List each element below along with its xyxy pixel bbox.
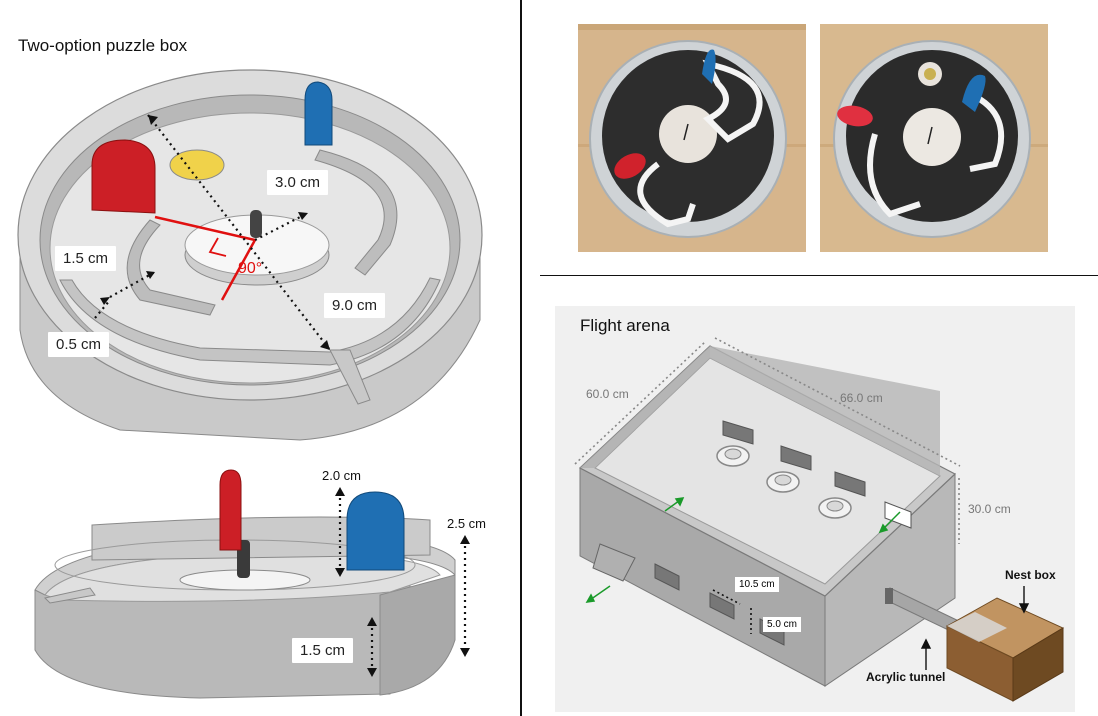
dish-center: [659, 105, 717, 163]
angle-annotation: [154, 215, 257, 301]
left-corridor-wall: [126, 219, 216, 316]
flight-arena-title: Flight arena: [580, 316, 670, 335]
photo-right-blue-door: [962, 74, 986, 112]
photo-left-blue-door: [702, 49, 716, 84]
side-base-right: [379, 574, 456, 696]
dim-total-height-label: 2.5 cm: [447, 516, 487, 531]
puzzle-box-title: Two-option puzzle box: [18, 36, 188, 55]
flight-arena-diagram: [555, 306, 1075, 712]
nest-box-glass: [947, 612, 1007, 642]
arena-left-wall: [580, 346, 710, 468]
arena-back-wall: [710, 346, 940, 476]
arena-window-dims: [712, 589, 752, 634]
horizontal-divider: [540, 275, 1098, 276]
vertical-divider: [520, 0, 522, 716]
dim-center-radius-label: 3.0 cm: [267, 170, 329, 195]
arrow-heads: [100, 115, 330, 350]
nest-box-label: Nest box: [1005, 568, 1056, 582]
dim-diameter-label: 9.0 cm: [324, 293, 386, 318]
dim-window-height-label: 5.0 cm: [763, 617, 802, 632]
dim-door-height-label: 2.0 cm: [322, 468, 362, 483]
photo-left: [578, 24, 806, 252]
red-door: [91, 139, 156, 214]
center-post: [250, 210, 262, 238]
arena-dims: [574, 337, 961, 544]
dim-lane-width-label: 1.5 cm: [55, 246, 117, 271]
yellow-well: [169, 149, 225, 181]
callout-arrows: [920, 586, 1030, 670]
blue-door: [304, 81, 333, 146]
side-red-door: [219, 469, 242, 551]
dim-height-label: 30.0 cm: [968, 502, 1011, 516]
dim-window-width-label: 10.5 cm: [735, 577, 779, 592]
photo-right-red-door: [837, 105, 873, 127]
dim-wall-gap-label: 0.5 cm: [48, 332, 110, 357]
side-blue-door: [346, 491, 405, 571]
side-exit-tab: [44, 587, 96, 604]
acrylic-tunnel-label: Acrylic tunnel: [866, 670, 946, 684]
dim-depth-label: 60.0 cm: [586, 387, 629, 401]
back-windows: [722, 420, 866, 497]
side-dimension-arrows: [338, 492, 467, 672]
outer-lane-wall: [59, 277, 441, 366]
tunnel-mouth: [885, 588, 893, 604]
front-flap: [592, 543, 636, 582]
puzzle-box-top-view: [17, 69, 483, 699]
dim-width-label: 66.0 cm: [840, 391, 883, 405]
side-back-wall: [91, 516, 431, 561]
green-arrows: [585, 497, 901, 603]
nest-box-side: [1012, 627, 1064, 702]
dish-center: [903, 108, 961, 166]
right-corridor-wall: [314, 149, 398, 276]
side-base-body: [34, 584, 411, 699]
photo-left-red-door: [614, 153, 646, 179]
dim-base-height-label: 1.5 cm: [292, 638, 354, 663]
photo-right: [820, 24, 1048, 252]
feeder-centers: [724, 448, 844, 512]
dimension-arrows: [94, 114, 331, 351]
side-arrow-heads: [335, 487, 470, 677]
angle-label: 90°: [238, 260, 263, 277]
exit-tab: [329, 349, 371, 405]
